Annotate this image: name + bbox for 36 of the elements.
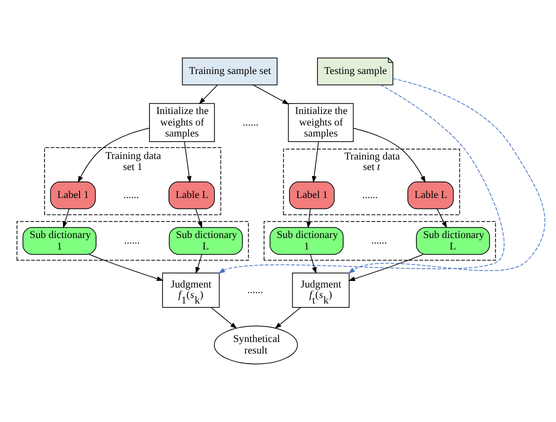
node-box: Label 1 bbox=[289, 182, 335, 210]
label: ...... bbox=[362, 190, 378, 202]
label: ...... bbox=[242, 117, 258, 128]
label: ...... bbox=[124, 236, 140, 247]
node-ellipse: Synthetical result bbox=[214, 326, 298, 364]
arrow bbox=[348, 254, 424, 282]
arrow bbox=[195, 208, 202, 228]
node-box: Sub dictionary 1 bbox=[270, 227, 344, 255]
node-box: Initialize the weights of samples bbox=[149, 103, 215, 142]
label: ...... bbox=[247, 284, 263, 296]
node-box: Lable L bbox=[407, 182, 454, 210]
node-box: Label 1 bbox=[50, 182, 96, 210]
arrow bbox=[218, 84, 504, 274]
arrow bbox=[274, 307, 301, 329]
arrow bbox=[210, 307, 237, 329]
node-box: Lable L bbox=[168, 182, 215, 210]
arrow bbox=[184, 141, 192, 183]
node-box: Sub dictionary L bbox=[416, 227, 490, 255]
arrow bbox=[252, 84, 290, 105]
arrow bbox=[78, 128, 150, 183]
node-box: Initialize the weights of samples bbox=[288, 103, 354, 142]
arrow bbox=[62, 208, 70, 228]
arrow bbox=[198, 84, 218, 104]
label: ...... bbox=[123, 190, 140, 202]
arrow bbox=[306, 208, 312, 228]
label: ...... bbox=[371, 236, 387, 247]
node-box: Sub dictionary L bbox=[168, 227, 243, 255]
arrow bbox=[196, 254, 202, 274]
arrow bbox=[348, 78, 546, 274]
arrow bbox=[353, 128, 426, 183]
node-box: Training sample set bbox=[182, 58, 278, 86]
arrow bbox=[88, 254, 164, 281]
arrow bbox=[436, 208, 447, 228]
arrow bbox=[312, 141, 319, 183]
node-box: Sub dictionary 1 bbox=[22, 227, 96, 255]
arrow bbox=[310, 254, 317, 274]
